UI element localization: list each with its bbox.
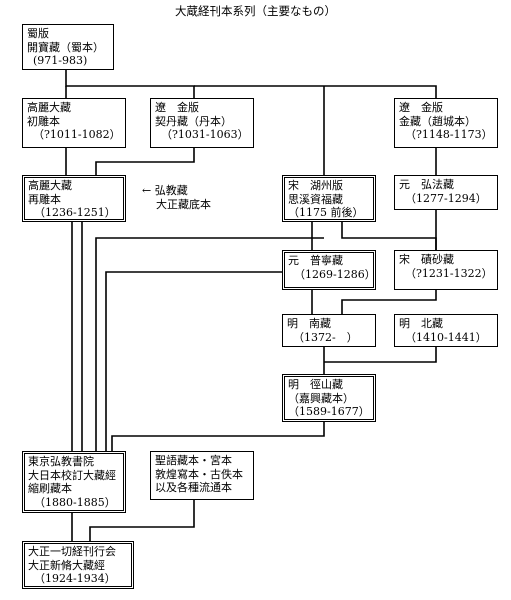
box-taisho-line-2: 大正新脩大藏經 xyxy=(28,558,105,572)
box-puning-line-1: 元 普寧藏 xyxy=(288,254,343,267)
connector-others-taisho xyxy=(89,500,195,541)
box-shu-line-3: (971-983) xyxy=(33,54,88,67)
box-shu: 蜀版 開寶藏（蜀本） (971-983) xyxy=(22,24,114,70)
box-nanzang: 明 南藏 （1372- ） xyxy=(282,314,376,347)
box-taisho-line-1: 大正一切経刊行会 xyxy=(28,545,116,558)
box-others-line-3: 以及各種流通本 xyxy=(155,481,232,494)
box-goryeo2-line-2: 再雕本 xyxy=(28,192,61,206)
box-tokyo-line-2: 大日本校訂大藏經 xyxy=(28,468,116,482)
box-tokyo-line-1: 東京弘教書院 xyxy=(28,455,94,468)
box-jin-line-3: （?1148-1173） xyxy=(405,128,493,141)
box-khitan-line-1: 遼 金版 xyxy=(155,101,199,114)
box-qisha: 宋 磧砂藏 （?1231-1322） xyxy=(394,250,498,290)
box-hongfa: 元 弘法藏 （1277-1294） xyxy=(394,175,498,210)
box-sixi: 宋 湖州版 思溪資福藏 （1175 前後） xyxy=(282,175,376,222)
connector-shu-sixi-jin xyxy=(194,85,437,98)
annotation-line-2: 大正藏底本 xyxy=(156,197,211,211)
box-jin: 遼 金版 金藏（趙城本） （?1148-1173） xyxy=(394,98,498,148)
box-khitan: 遼 金版 契丹藏（丹本） （?1031-1063） xyxy=(150,98,254,148)
box-puning: 元 普寧藏 （1269-1286） xyxy=(282,250,376,290)
connector-jingshan-tokyo xyxy=(111,422,325,451)
box-jingshan-line-3: （1589-1677） xyxy=(288,405,370,418)
box-nanzang-line-2: （1372- ） xyxy=(293,330,358,344)
box-hongfa-line-1: 元 弘法藏 xyxy=(399,178,454,191)
box-jin-line-2: 金藏（趙城本） xyxy=(399,114,476,128)
box-beizang: 明 北藏 （1410-1441） xyxy=(394,314,498,347)
box-sixi-line-2: 思溪資福藏 xyxy=(288,192,343,206)
box-others-line-1: 聖語藏本・宮本 xyxy=(155,454,232,467)
box-jingshan-line-2: （嘉興藏本） xyxy=(288,391,354,405)
annotation-line-1: ← 弘教藏 xyxy=(142,184,188,197)
box-beizang-line-2: （1410-1441） xyxy=(405,330,487,344)
box-goryeo1-line-3: （?1011-1082） xyxy=(33,128,121,141)
box-hongfa-line-2: （1277-1294） xyxy=(405,191,487,205)
box-khitan-line-3: （?1031-1063） xyxy=(161,128,249,141)
box-tokyo-line-4: （1880-1885） xyxy=(34,495,116,509)
box-goryeo2-line-1: 高麗大藏 xyxy=(28,179,72,192)
box-shu-line-1: 蜀版 xyxy=(27,27,49,40)
box-qisha-line-1: 宋 磧砂藏 xyxy=(399,253,454,266)
box-goryeo1-line-2: 初雕本 xyxy=(27,114,60,128)
connector-qisha-nanzang xyxy=(341,290,437,314)
box-taisho-line-3: （1924-1934） xyxy=(34,572,116,585)
connector-puning-tokyo xyxy=(105,271,282,451)
box-jingshan: 明 徑山藏 （嘉興藏本） （1589-1677） xyxy=(282,374,376,422)
box-sixi-line-3: （1175 前後） xyxy=(288,206,364,219)
connector-shu-khitan xyxy=(65,70,195,98)
connector-sixi-qisha xyxy=(341,222,437,250)
box-goryeo2: 高麗大藏 再雕本 （1236-1251） xyxy=(22,175,126,222)
connector-sixi-tokyo xyxy=(95,237,324,451)
box-others-line-2: 敦煌寫本・古佚本 xyxy=(155,467,243,481)
box-goryeo1-line-1: 高麗大藏 xyxy=(27,101,71,114)
connector-beizang-jingshan xyxy=(324,347,437,363)
box-sixi-line-1: 宋 湖州版 xyxy=(288,179,343,192)
annotation-note: ← 弘教藏 大正藏底本 xyxy=(142,184,211,211)
box-tokyo-line-3: 縮刷藏本 xyxy=(28,482,72,495)
box-others: 聖語藏本・宮本 敦煌寫本・古佚本 以及各種流通本 xyxy=(150,451,254,500)
diagram-title: 大蔵経刊本系列（主要なもの） xyxy=(175,4,336,18)
box-khitan-line-2: 契丹藏（丹本） xyxy=(155,114,232,128)
box-tokyo: 東京弘教書院 大日本校訂大藏經 縮刷藏本 （1880-1885） xyxy=(22,451,126,513)
box-nanzang-line-1: 明 南藏 xyxy=(287,317,331,330)
box-taisho: 大正一切経刊行会 大正新脩大藏經 （1924-1934） xyxy=(22,541,134,589)
box-puning-line-2: （1269-1286） xyxy=(294,267,376,281)
box-jingshan-line-1: 明 徑山藏 xyxy=(288,378,343,391)
box-qisha-line-2: （?1231-1322） xyxy=(405,266,493,280)
box-shu-line-2: 開寶藏（蜀本） xyxy=(27,40,104,54)
box-jin-line-1: 遼 金版 xyxy=(399,101,443,114)
box-beizang-line-1: 明 北藏 xyxy=(399,317,443,330)
box-goryeo1: 高麗大藏 初雕本 （?1011-1082） xyxy=(22,98,126,148)
box-goryeo2-line-3: （1236-1251） xyxy=(34,206,116,219)
connector-khitan-goryeo2 xyxy=(95,148,195,175)
